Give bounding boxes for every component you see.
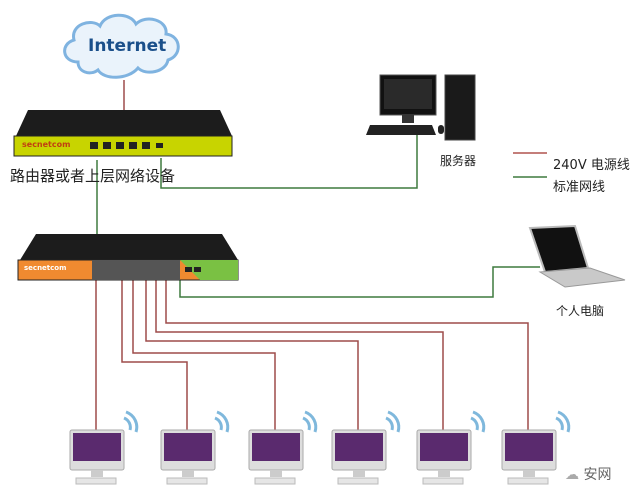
client-computer <box>69 410 139 485</box>
server-computer <box>366 74 476 141</box>
wifi-icon <box>555 410 571 433</box>
laptop-computer <box>528 224 626 288</box>
switch-device <box>17 234 239 281</box>
router-brand: secnetcom <box>22 140 71 149</box>
client-computer <box>248 410 318 485</box>
internet-cloud <box>63 13 180 79</box>
switch-brand: secnetcom <box>24 264 67 272</box>
server-label: 服务器 <box>440 154 477 168</box>
client-cable-6 <box>165 280 529 430</box>
client-computer <box>160 410 230 485</box>
wifi-icon <box>123 410 139 433</box>
watermark: ☁ 安网 <box>565 464 611 484</box>
wifi-icon <box>470 410 486 433</box>
internet-label: Internet <box>88 36 167 56</box>
client-cable-5 <box>155 280 444 430</box>
client-computer <box>331 410 401 485</box>
client-computer <box>501 410 571 485</box>
legend-network-label: 标准网线 <box>553 180 606 195</box>
client-cable-4 <box>145 280 359 430</box>
client-cable-3 <box>132 280 276 430</box>
wechat-icon: ☁ <box>565 467 579 483</box>
wifi-icon <box>214 410 230 433</box>
wifi-icon <box>302 410 318 433</box>
client-computer <box>416 410 486 485</box>
legend-power-label: 240V 电源线 <box>553 158 630 173</box>
laptop-label: 个人电脑 <box>556 304 605 318</box>
client-cable-2 <box>121 280 188 430</box>
watermark-label: 安网 <box>583 467 612 483</box>
router-label: 路由器或者上层网络设备 <box>10 167 176 185</box>
switch-laptop-cable <box>179 266 540 298</box>
router-server-cable <box>160 135 418 189</box>
router-device <box>13 110 233 157</box>
wifi-icon <box>385 410 401 433</box>
